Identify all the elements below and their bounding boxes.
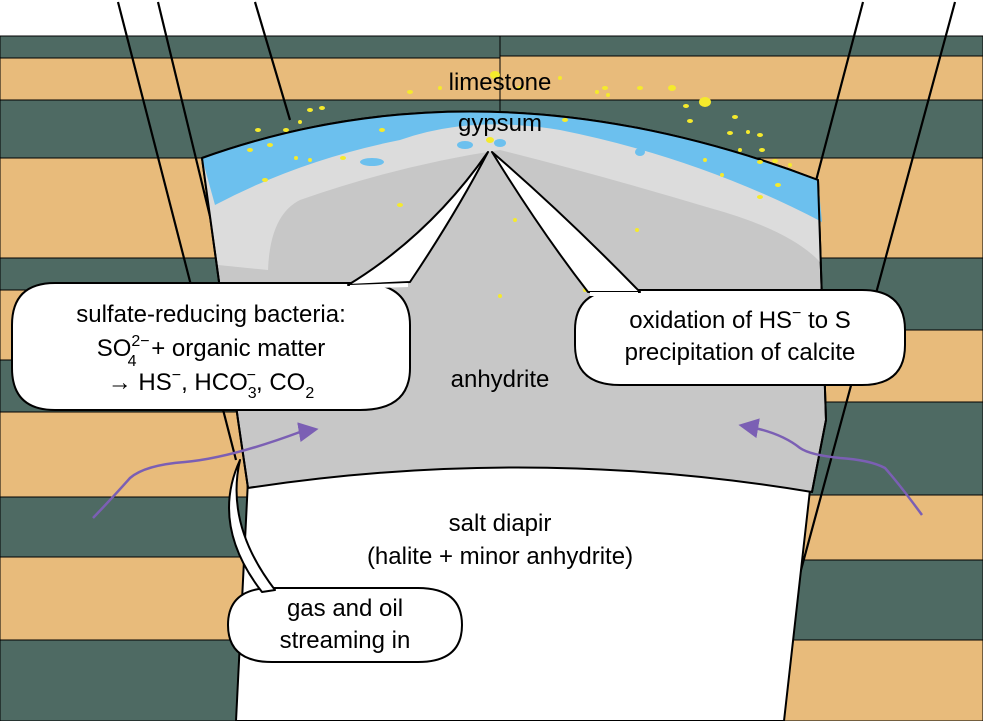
sulfur-dot <box>727 131 733 135</box>
sulfur-dot <box>668 85 676 91</box>
sulfur-dot <box>397 203 403 207</box>
callout-bacteria-bubble <box>11 282 411 411</box>
gas-oil-line-2: streaming in <box>280 627 411 654</box>
bacteria-reaction-products: → HS−, HCO3−, CO2 <box>108 367 315 402</box>
layer-left-sand <box>0 57 501 101</box>
label-salt-composition: (halite + minor anhydrite) <box>367 543 633 570</box>
gas-oil-line-1: gas and oil <box>287 595 403 622</box>
sulfur-dot <box>558 76 562 80</box>
callout-oxidation-tail <box>491 151 641 293</box>
sulfur-dot <box>498 294 502 298</box>
label-salt-diapir: salt diapir <box>449 510 552 537</box>
sulfur-dot <box>308 158 312 162</box>
right-flow-arrow <box>738 418 924 516</box>
callout-bacteria-tail <box>347 151 489 286</box>
label-gypsum: gypsum <box>458 110 542 137</box>
oxidation-line-1: oxidation of HS− to S <box>629 305 850 334</box>
sulfur-dot <box>517 86 523 90</box>
sulfur-dot <box>720 173 724 177</box>
sulfur-dot <box>699 97 711 107</box>
sulfur-dot <box>513 218 517 222</box>
sulfur-dot <box>757 195 763 199</box>
sulfur-dot <box>703 158 707 162</box>
sulfur-dot <box>635 228 639 232</box>
sulfur-dot <box>788 163 792 167</box>
callout-gas-oil-bubble <box>226 587 464 663</box>
sulfur-dot <box>757 160 763 164</box>
sulfur-dot <box>757 133 763 137</box>
sulfur-dot <box>759 148 765 152</box>
sulfur-dot <box>490 71 500 79</box>
sulfur-dot <box>687 119 693 123</box>
sulfur-dot <box>247 148 253 152</box>
sulfur-dot <box>595 90 599 94</box>
sulfur-dot <box>486 137 494 143</box>
left-flow-arrow <box>92 422 319 519</box>
sulfur-dot <box>562 118 568 122</box>
sulfur-dot <box>262 178 268 182</box>
sulfur-dot <box>746 130 750 134</box>
sulfur-dot <box>267 143 273 147</box>
callout-oxidation-bubble <box>574 289 906 386</box>
label-anhydrite: anhydrite <box>451 366 550 393</box>
native-sulfur-dots <box>247 71 792 298</box>
bacteria-title: sulfate-reducing bacteria: <box>76 301 345 328</box>
sulfur-dot <box>379 128 385 132</box>
sulfur-dot <box>683 104 689 108</box>
layer-right-shale <box>499 35 983 57</box>
sulfur-dot <box>255 128 261 132</box>
sulfur-dot <box>294 156 298 160</box>
limestone-layer <box>202 111 822 222</box>
sulfur-dot <box>606 93 610 97</box>
callout-gas-oil-tail <box>228 459 276 593</box>
sulfur-dot <box>732 115 738 119</box>
layer-left-shale <box>0 35 501 59</box>
sulfur-dot <box>602 86 608 90</box>
sulfur-dot <box>298 120 302 124</box>
sulfur-dot <box>637 86 643 90</box>
label-limestone: limestone <box>449 69 552 96</box>
sulfur-dot <box>738 148 742 152</box>
sulfur-dot <box>307 108 313 112</box>
sulfur-dot <box>407 90 413 94</box>
sulfur-dot <box>340 156 346 160</box>
layer-right-sand <box>499 55 983 101</box>
sulfur-dot <box>283 128 289 132</box>
oxidation-line-2: precipitation of calcite <box>625 339 856 366</box>
limestone-lenses <box>360 139 645 166</box>
sulfur-dot <box>319 106 325 110</box>
sulfur-dot <box>775 183 781 187</box>
bacteria-reaction-reactants: SO2−4 + organic matter <box>97 333 326 370</box>
sulfur-dot <box>772 159 778 163</box>
sulfur-dot <box>438 86 442 90</box>
